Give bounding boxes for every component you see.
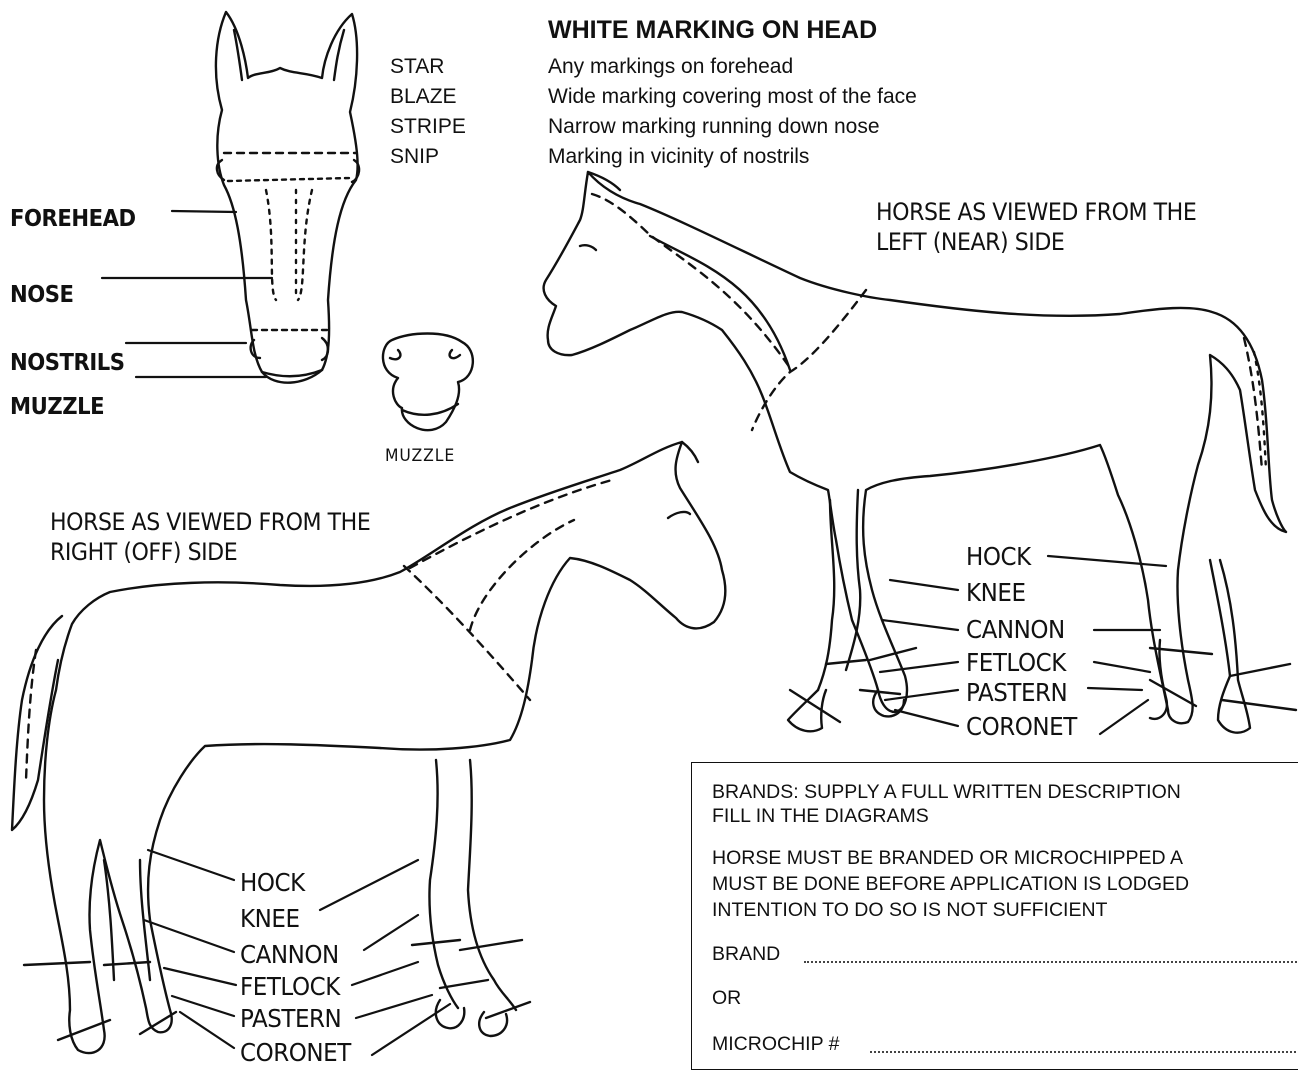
marking-term-stripe: STRIPE (390, 116, 466, 137)
marking-term-star: STAR (390, 56, 444, 77)
left-leg-label-cannon: CANNON (966, 617, 1065, 642)
right-leg-label-coronet: CORONET (240, 1040, 351, 1065)
muzzle-drawing (383, 334, 473, 431)
marking-desc-snip: Marking in vicinity of nostrils (548, 146, 809, 167)
marking-desc-blaze: Wide marking covering most of the face (548, 86, 917, 107)
white-marking-title: WHITE MARKING ON HEAD (548, 18, 877, 43)
microchip-field-label: MICROCHIP # (712, 1035, 840, 1055)
right-leg-label-knee: KNEE (240, 906, 300, 931)
marking-desc-stripe: Narrow marking running down nose (548, 116, 880, 137)
brands-line-4: MUST BE DONE BEFORE APPLICATION IS LODGE… (712, 875, 1189, 895)
brands-line-5: INTENTION TO DO SO IS NOT SUFFICIENT (712, 901, 1107, 921)
head-label-nostrils: NOSTRILS (10, 352, 125, 375)
brands-line-2: FILL IN THE DIAGRAMS (712, 807, 929, 827)
right-view-title-line2: RIGHT (OFF) SIDE (50, 540, 237, 564)
brands-info-box: BRANDS: SUPPLY A FULL WRITTEN DESCRIPTIO… (691, 762, 1298, 1070)
left-view-title-line1: HORSE AS VIEWED FROM THE (876, 200, 1196, 224)
brand-field-line[interactable] (804, 961, 1298, 963)
left-leg-label-knee: KNEE (966, 580, 1026, 605)
head-front-drawing (216, 12, 359, 383)
left-leg-label-pastern: PASTERN (966, 680, 1067, 705)
marking-term-snip: SNIP (390, 146, 439, 167)
brands-line-3: HORSE MUST BE BRANDED OR MICROCHIPPED A (712, 849, 1183, 869)
left-leg-label-fetlock: FETLOCK (966, 650, 1066, 675)
brand-field-label: BRAND (712, 945, 780, 965)
microchip-field-line[interactable] (870, 1051, 1298, 1053)
right-leg-label-hock: HOCK (240, 870, 305, 895)
head-label-muzzle: MUZZLE (10, 396, 104, 419)
brands-line-1: BRANDS: SUPPLY A FULL WRITTEN DESCRIPTIO… (712, 783, 1181, 803)
marking-desc-star: Any markings on forehead (548, 56, 793, 77)
or-label: OR (712, 989, 741, 1009)
left-leg-label-hock: HOCK (966, 544, 1031, 569)
left-leg-label-coronet: CORONET (966, 714, 1077, 739)
muzzle-caption: MUZZLE (385, 448, 455, 465)
head-label-nose: NOSE (10, 284, 74, 307)
right-leg-label-fetlock: FETLOCK (240, 974, 340, 999)
right-leg-label-cannon: CANNON (240, 942, 339, 967)
marking-term-blaze: BLAZE (390, 86, 457, 107)
right-leg-label-pastern: PASTERN (240, 1006, 341, 1031)
left-view-title-line2: LEFT (NEAR) SIDE (876, 230, 1064, 254)
head-label-forehead: FOREHEAD (10, 208, 136, 231)
right-view-title-line1: HORSE AS VIEWED FROM THE (50, 510, 370, 534)
